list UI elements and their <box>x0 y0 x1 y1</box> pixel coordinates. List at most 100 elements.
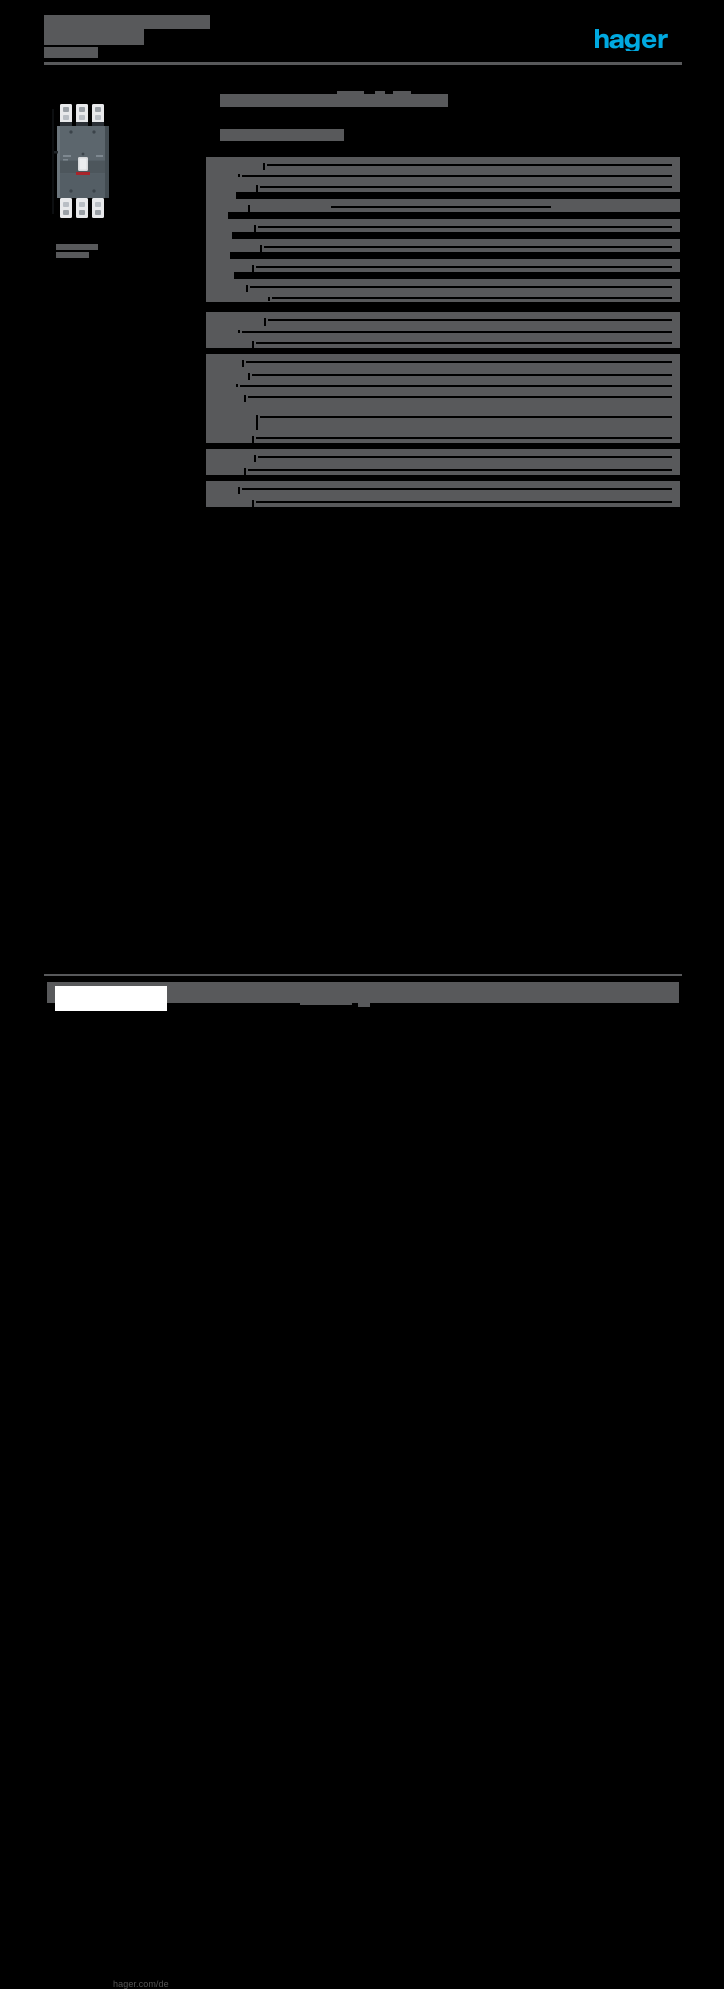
row-label-separator <box>260 245 262 252</box>
page-subtitle <box>220 129 344 141</box>
page-title-ascender-3 <box>393 91 411 96</box>
table-group <box>206 354 680 443</box>
row-label-separator <box>254 455 256 462</box>
table-row <box>206 449 680 462</box>
footer-center-text-2 <box>300 998 352 1005</box>
row-label-separator <box>238 487 240 494</box>
row-value-baseline <box>331 206 551 208</box>
row-value-baseline <box>256 342 672 344</box>
row-label-separator <box>252 265 254 272</box>
specification-table <box>206 157 680 507</box>
table-group-gap <box>206 348 680 354</box>
page-title-ascender-2 <box>375 91 385 96</box>
table-group-gap <box>206 302 680 312</box>
table-row <box>206 232 680 239</box>
row-label-separator <box>242 360 244 367</box>
row-label-separator <box>248 373 250 380</box>
row-label-separator <box>238 330 240 333</box>
table-row <box>206 380 680 389</box>
table-row <box>206 157 680 170</box>
row-label-tab <box>206 192 236 199</box>
row-label-separator <box>264 318 266 326</box>
row-value-baseline <box>260 186 672 188</box>
table-group <box>206 157 680 302</box>
row-label-separator <box>252 341 254 348</box>
row-value-baseline <box>264 246 672 248</box>
table-row <box>206 199 680 212</box>
row-value-baseline <box>256 437 672 439</box>
row-value-baseline <box>242 175 672 177</box>
footer-url-box[interactable]: hager.com/de <box>55 986 169 1989</box>
row-value-baseline <box>248 469 672 471</box>
row-value-baseline <box>256 501 672 503</box>
table-row <box>206 335 680 348</box>
row-value-baseline <box>260 416 672 418</box>
row-label-separator <box>268 297 270 301</box>
row-label-tab <box>206 212 228 219</box>
footer-url[interactable]: hager.com/de <box>113 1979 169 1989</box>
row-label-separator <box>246 285 248 292</box>
row-value-baseline <box>246 361 672 363</box>
table-row <box>206 239 680 252</box>
row-value-baseline <box>258 226 672 228</box>
table-group-gap <box>206 475 680 481</box>
table-row <box>206 252 680 259</box>
product-image-circuit-breaker <box>52 95 124 230</box>
footer-page-number <box>626 982 672 992</box>
footer-divider <box>44 974 682 976</box>
row-value-baseline <box>248 396 672 398</box>
row-label-tab <box>206 272 234 279</box>
row-value-baseline <box>258 456 672 458</box>
table-row <box>206 402 680 437</box>
header-title-line-2 <box>44 29 144 45</box>
row-value-baseline <box>268 319 672 321</box>
row-label-separator <box>244 395 246 402</box>
footer-center-text-4 <box>358 998 370 1007</box>
row-label-separator <box>238 174 240 177</box>
row-value-baseline <box>250 286 672 288</box>
table-row <box>206 481 680 494</box>
table-group-gap <box>206 443 680 449</box>
footer-center-text-1 <box>300 988 368 997</box>
row-label-separator <box>252 436 254 443</box>
table-row <box>206 312 680 326</box>
table-row <box>206 494 680 507</box>
product-caption-line-2 <box>56 252 89 258</box>
table-row <box>206 326 680 335</box>
table-row <box>206 292 680 302</box>
row-value-baseline <box>272 297 672 299</box>
row-label-separator <box>244 468 246 475</box>
header-title-line-3 <box>44 47 98 58</box>
table-group <box>206 449 680 475</box>
table-group <box>206 481 680 507</box>
table-row <box>206 192 680 199</box>
table-row <box>206 212 680 219</box>
table-row <box>206 259 680 272</box>
header-divider <box>44 62 682 65</box>
table-row <box>206 354 680 367</box>
row-value-baseline <box>256 266 672 268</box>
row-value-baseline <box>242 488 672 490</box>
header-title-line-1 <box>44 15 210 29</box>
footer-center-text-3 <box>380 988 424 997</box>
row-label-separator <box>248 205 250 212</box>
row-value-baseline <box>267 164 672 166</box>
table-row <box>206 389 680 402</box>
table-row <box>206 430 680 443</box>
row-value-baseline <box>242 331 672 333</box>
row-label-separator <box>252 500 254 507</box>
page-title-ascender-1 <box>337 91 364 96</box>
page-title <box>220 94 448 107</box>
row-label-separator <box>256 415 258 437</box>
table-row <box>206 367 680 380</box>
datasheet-page: hager.com/de <box>44 15 682 1989</box>
row-value-baseline <box>252 374 672 376</box>
product-caption-line-1 <box>56 244 98 250</box>
footer-page-meta <box>626 994 662 1003</box>
row-label-tab <box>206 252 230 259</box>
row-label-separator <box>236 384 238 387</box>
table-row <box>206 170 680 179</box>
row-label-tab <box>206 232 232 239</box>
row-label-separator <box>254 225 256 232</box>
row-value-baseline <box>240 385 672 387</box>
